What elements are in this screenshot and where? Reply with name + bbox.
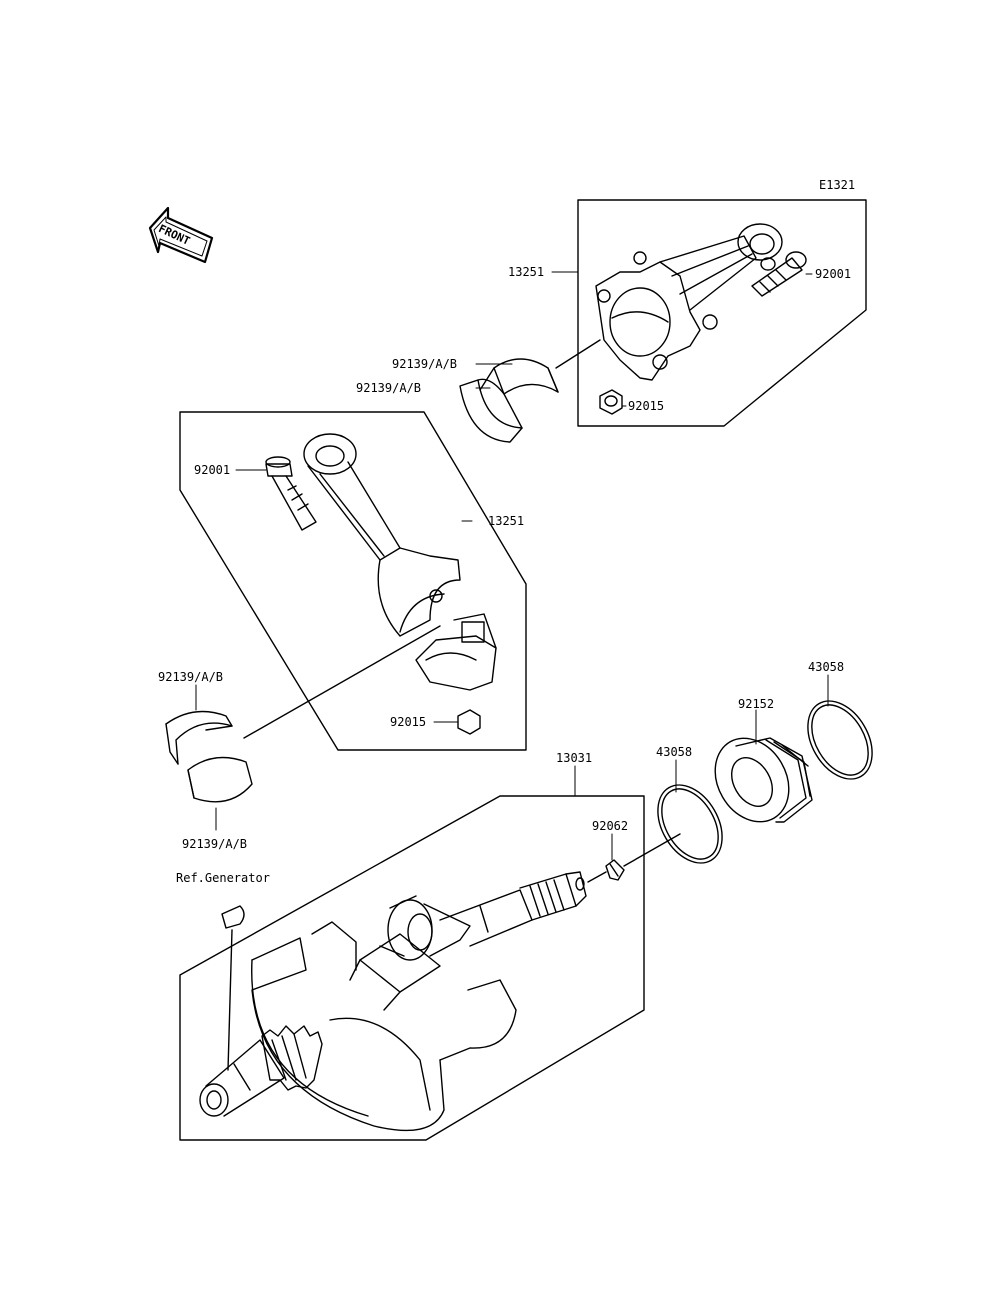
label-bolt-upper: 92001 [815,267,852,281]
lower-nut-92015 [457,709,481,735]
front-arrow-icon [148,206,214,264]
crankshaft-13031 [199,871,587,1132]
label-bearing-lower-a: 92139/A/B [158,670,224,684]
plug-assembly-line-1 [587,871,607,883]
label-oring-right: 43058 [808,660,845,674]
upper-bolt-92001 [751,251,807,297]
upper-nut-92015 [599,389,623,415]
upper-connecting-rod-13251 [595,223,783,381]
lower-bearing-shell-2 [187,756,253,803]
label-nut-lower: 92015 [390,715,427,729]
upper-rod-group-outline [577,199,867,427]
label-bearing-upper-b: 92139/A/B [356,381,422,395]
lower-connecting-rod-13251 [303,433,461,637]
label-plug: 92062 [592,819,629,833]
crankshaft-group-outline [179,795,645,1141]
key-assembly-line [227,929,233,1071]
label-bearing-lower-b: 92139/A/B [182,837,248,851]
label-rod-upper: 13251 [508,265,545,279]
oring-left-43058 [657,784,723,864]
label-rod-lower: 13251 [488,514,525,528]
label-bearing-upper-a: 92139/A/B [392,357,458,371]
lower-cap [415,613,497,691]
upper-bearing-shell-1 [479,358,559,395]
oring-right-43058 [807,700,873,780]
lower-rod-group-outline [179,411,527,751]
diagram-code: E1321 [819,178,856,192]
label-ref-generator: Ref.Generator [176,871,270,885]
upper-assembly-line [555,339,601,369]
label-oring-left: 43058 [656,745,693,759]
label-nut-upper: 92015 [628,399,665,413]
label-collar: 92152 [738,697,775,711]
leader-lines [195,271,829,861]
lower-bolt-92001 [265,456,317,531]
plug-92062 [605,859,625,881]
lower-bearing-shell-1 [165,710,233,765]
lower-assembly-line [243,625,441,739]
label-bolt-lower: 92001 [194,463,231,477]
upper-bearing-shell-2 [459,378,523,443]
collar-92152 [714,737,813,823]
label-crankshaft: 13031 [556,751,593,765]
woodruff-key-icon [221,905,245,929]
